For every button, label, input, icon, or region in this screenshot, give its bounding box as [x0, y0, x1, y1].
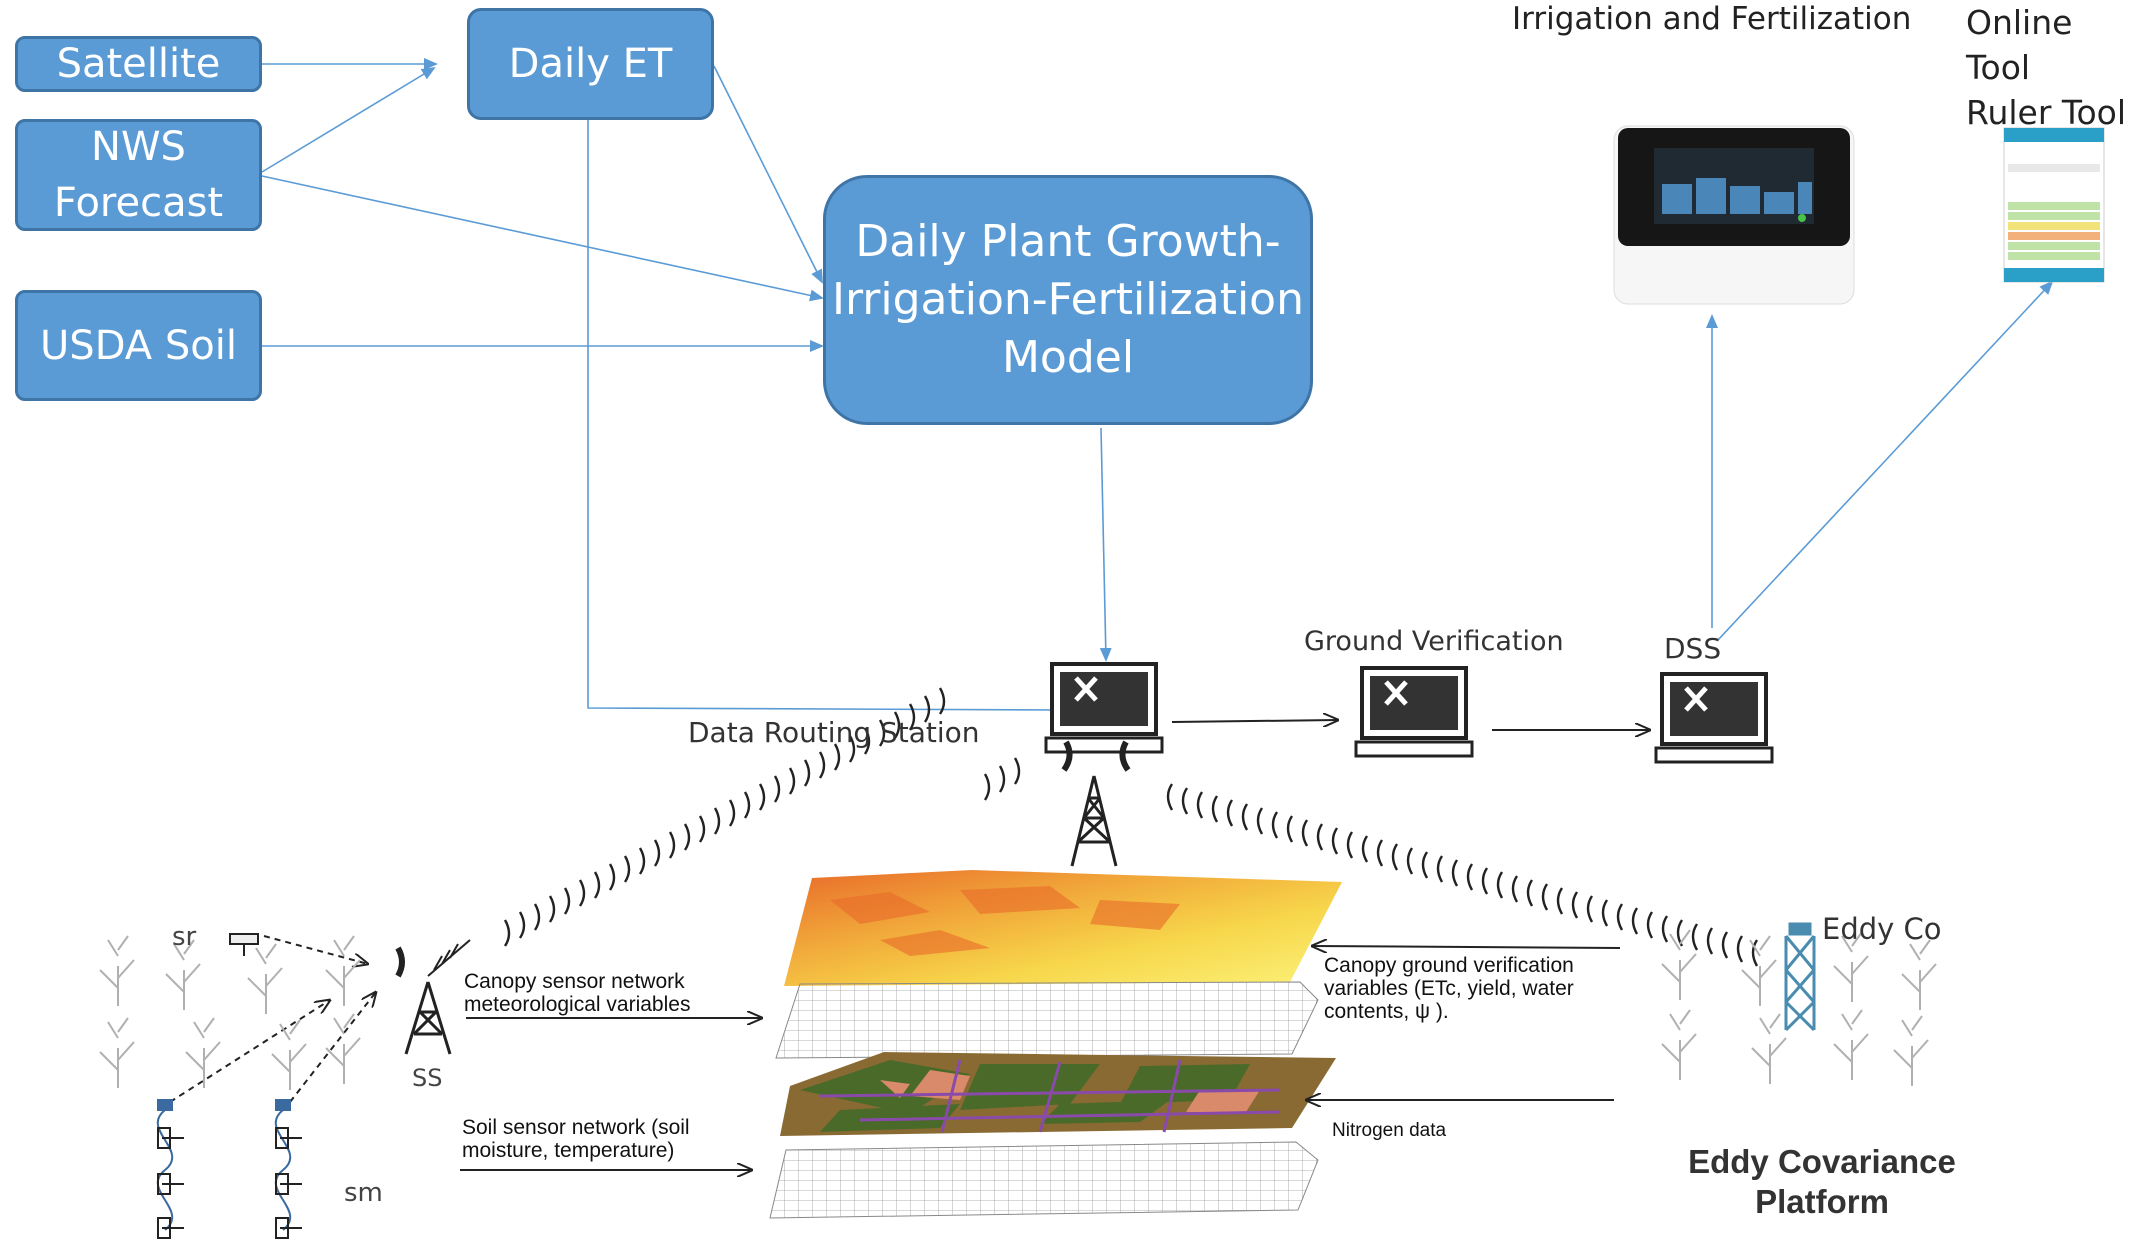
sr-sensor-icon [229, 933, 259, 956]
dashed-arrow-sr-to-ss [263, 935, 368, 964]
arrow-et-to-model [713, 65, 823, 284]
tower-icon-central [1061, 740, 1131, 867]
satellite-label: Satellite [56, 41, 221, 87]
sm-probe-left [156, 1099, 184, 1239]
usda-soil-box: USDA Soil [15, 290, 262, 401]
computer-icon-routing [1044, 662, 1164, 754]
arrow-et-to-station [587, 120, 1072, 716]
nws-forecast-label: NWS Forecast [53, 124, 224, 226]
arrow-dss-to-phone [1717, 280, 2054, 641]
daily-et-box: Daily ET [467, 8, 714, 120]
layer-grid-lower [769, 1141, 1319, 1219]
ground-verification-label: Ground Verification [1304, 626, 1564, 657]
arrow-canopy-ground [1312, 946, 1621, 948]
tower-icon-eddy [1784, 922, 1816, 1032]
plant-growth-model-box: Daily Plant Growth- Irrigation-Fertiliza… [823, 175, 1313, 425]
trees-left [99, 935, 361, 1090]
flow-arrows [261, 58, 2054, 716]
canopy-ground-verification-label: Canopy ground verification variables (ET… [1324, 954, 1574, 1023]
nws-forecast-box: NWS Forecast [15, 119, 262, 231]
dss-label: DSS [1664, 632, 1722, 665]
usda-soil-label: USDA Soil [40, 322, 237, 369]
wireless-signal-left [503, 687, 1021, 947]
online-ruler-tool-label: Online Tool Ruler Tool [1966, 3, 2126, 132]
data-routing-station-label: Data Routing Station [688, 716, 980, 749]
ss-label: SS [412, 1064, 443, 1092]
computer-icon-ground [1354, 666, 1474, 758]
arrow-nws-to-et [261, 66, 436, 173]
computer-icon-dss [1654, 672, 1774, 764]
weather-tablet-image [1613, 125, 1855, 305]
soil-sensor-network-label: Soil sensor network (soil moisture, temp… [462, 1116, 690, 1162]
trees-right [1661, 929, 1937, 1086]
satellite-box: Satellite [15, 36, 262, 92]
dashed-arrow-sm2-to-ss [289, 992, 376, 1103]
layer-canopy-map [784, 870, 1342, 986]
eddy-covariance-platform-label: Eddy Covariance Platform [1688, 1143, 1956, 1220]
sm-label: sm [344, 1178, 383, 1208]
arrow-model-to-station [1099, 427, 1112, 662]
canopy-sensor-network-label: Canopy sensor network meteorological var… [464, 970, 691, 1016]
eddy-co-label: Eddy Co [1822, 912, 1942, 946]
layer-soil-map [780, 1052, 1336, 1136]
irrigation-fertilization-label: Irrigation and Fertilization [1512, 1, 1912, 37]
plant-growth-model-label: Daily Plant Growth- Irrigation-Fertiliza… [832, 216, 1304, 383]
layer-grid-upper [775, 981, 1319, 1059]
dashed-arrow-sm1-to-ss [169, 1000, 330, 1103]
wireless-signal-right [1166, 783, 1759, 967]
arrow-routing-to-ground [1171, 720, 1338, 722]
sm-probe-right [274, 1099, 302, 1239]
sr-label: sr [172, 922, 197, 952]
online-tool-phone-image [2003, 127, 2105, 283]
nitrogen-data-label: Nitrogen data [1332, 1120, 1447, 1141]
arrow-nws-to-model [261, 175, 824, 302]
tower-icon-ss [395, 939, 471, 1055]
daily-et-label: Daily ET [508, 41, 673, 87]
